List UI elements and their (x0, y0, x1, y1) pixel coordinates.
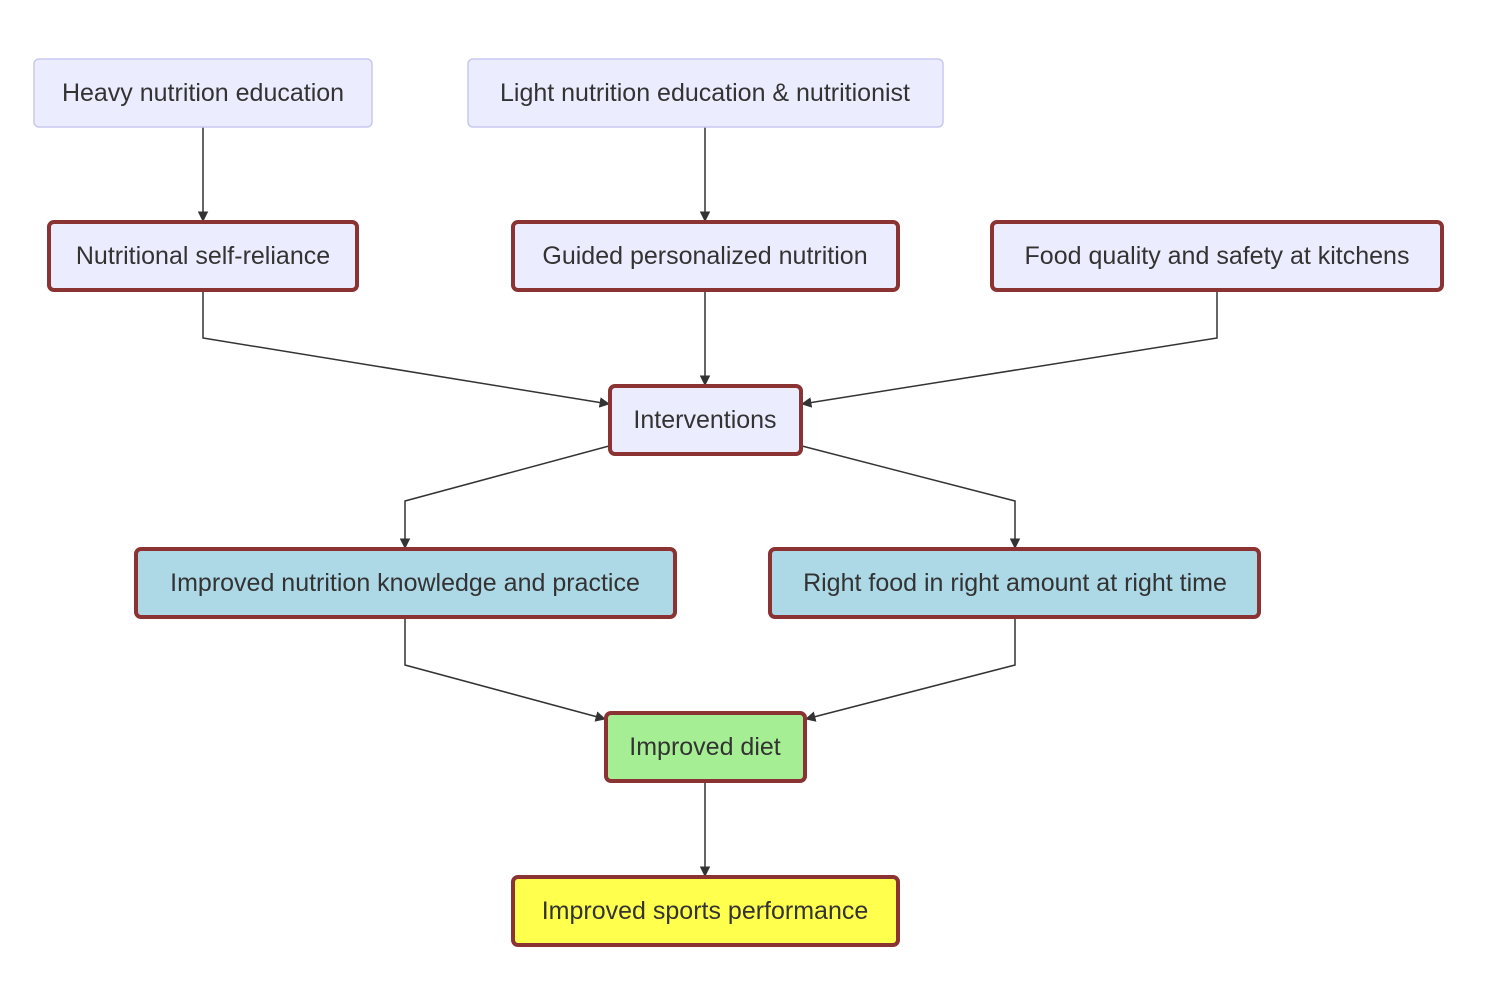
node-light-nutrition-education: Light nutrition education & nutritionist (467, 58, 944, 128)
node-heavy-nutrition-education: Heavy nutrition education (33, 58, 373, 128)
node-label: Improved nutrition knowledge and practic… (170, 569, 640, 597)
node-label: Interventions (633, 406, 776, 434)
node-improved-nutrition-knowledge: Improved nutrition knowledge and practic… (134, 547, 677, 619)
edge-food-quality-to-interventions (800, 291, 1218, 408)
node-improved-diet: Improved diet (604, 711, 807, 783)
node-food-quality-and-safety: Food quality and safety at kitchens (990, 220, 1444, 292)
node-improved-sports-performance: Improved sports performance (511, 875, 900, 947)
node-box (467, 58, 944, 128)
edges (197, 127, 1218, 878)
edge-right-food-to-improved-diet (804, 618, 1016, 722)
edge-interventions-to-right-food (801, 445, 1021, 550)
node-guided-personalized-nutrition: Guided personalized nutrition (511, 220, 900, 292)
node-label: Nutritional self-reliance (76, 242, 330, 270)
node-box (608, 384, 803, 456)
node-interventions: Interventions (608, 384, 803, 456)
node-box (33, 58, 373, 128)
node-box (604, 711, 807, 783)
node-label: Food quality and safety at kitchens (1025, 242, 1410, 270)
edge-interventions-to-knowledge-practice (399, 445, 610, 550)
node-box (511, 875, 900, 947)
node-label: Light nutrition education & nutritionist (500, 79, 910, 107)
node-nutritional-self-reliance: Nutritional self-reliance (47, 220, 359, 292)
edge-knowledge-practice-to-improved-diet (404, 618, 607, 722)
node-box (134, 547, 677, 619)
edge-self-reliance-to-interventions (202, 291, 611, 408)
node-box (511, 220, 900, 292)
node-right-food-right-amount: Right food in right amount at right time (768, 547, 1261, 619)
node-label: Improved sports performance (542, 897, 869, 925)
node-label: Guided personalized nutrition (542, 242, 867, 270)
node-box (47, 220, 359, 292)
node-label: Right food in right amount at right time (803, 569, 1227, 597)
node-box (768, 547, 1261, 619)
node-label: Heavy nutrition education (62, 79, 344, 107)
node-label: Improved diet (629, 733, 781, 761)
node-box (990, 220, 1444, 292)
